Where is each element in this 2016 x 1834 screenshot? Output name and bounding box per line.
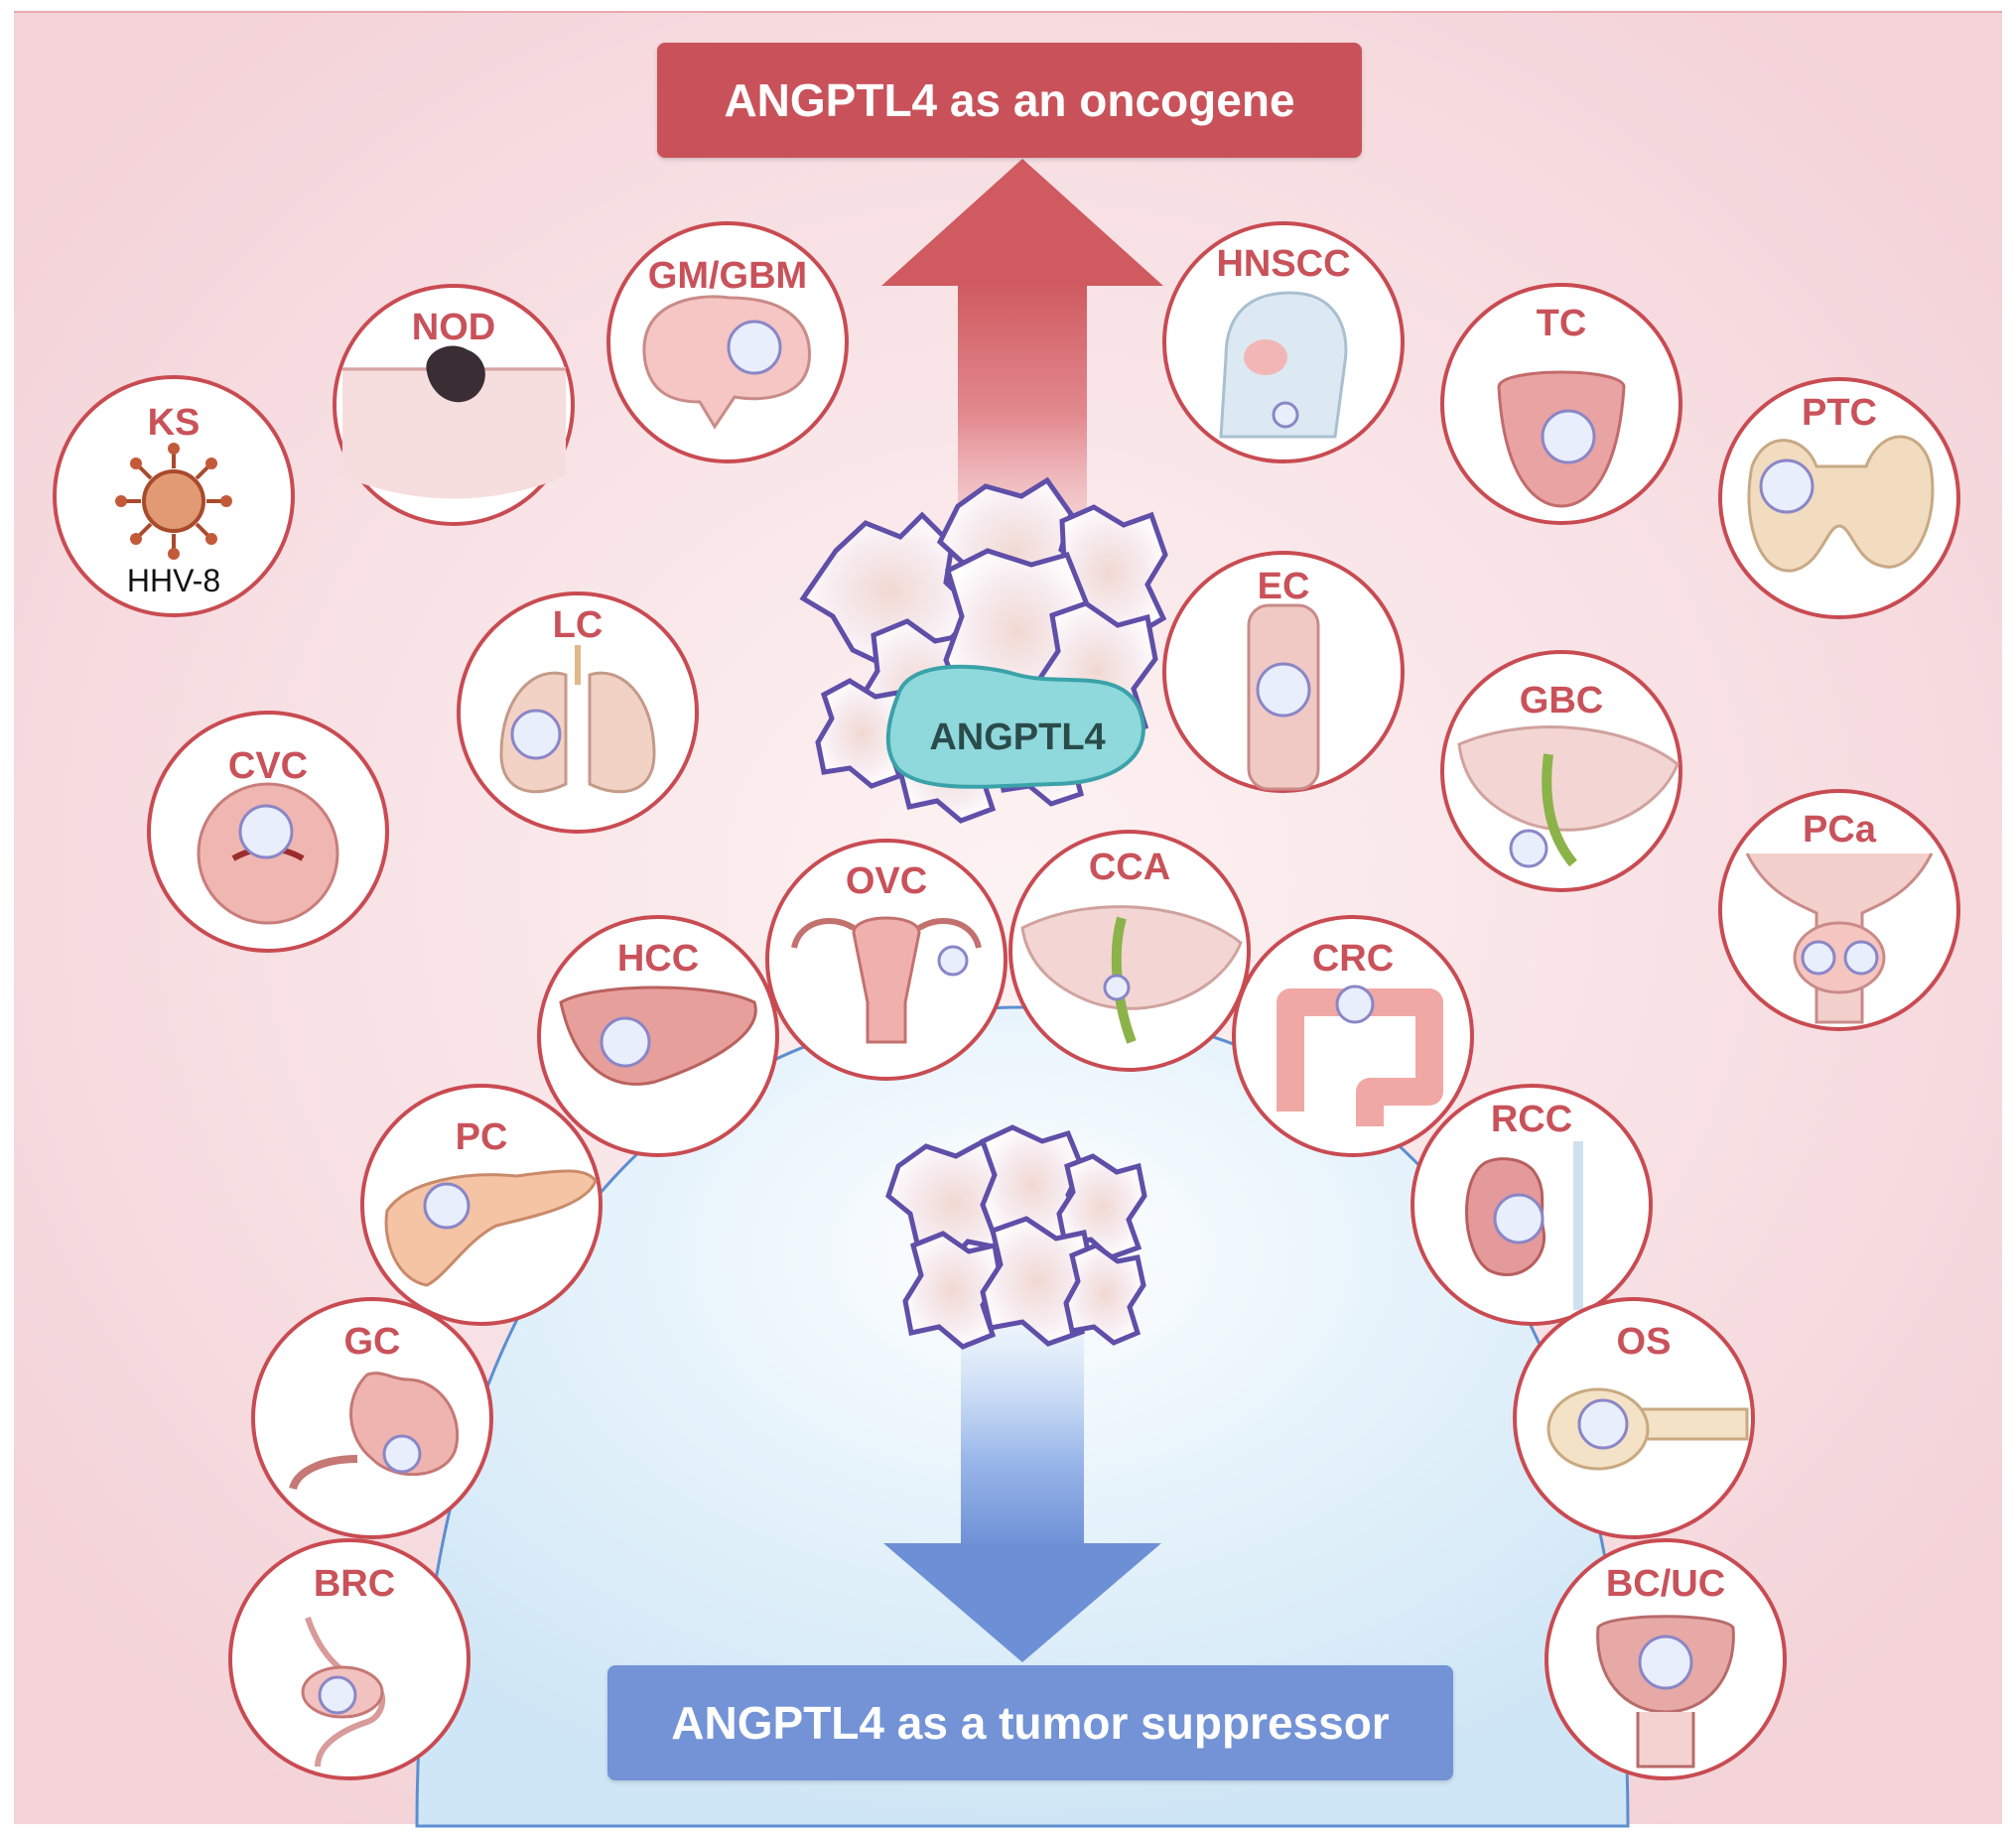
disease-circle-lc: LC [457, 591, 699, 834]
disease-circle-ptc: PTC [1718, 377, 1960, 619]
label-ptc: PTC [1802, 392, 1877, 434]
label-cca: CCA [1089, 847, 1170, 888]
label-gm-gbm: GM/GBM [648, 255, 807, 297]
label-tc: TC [1537, 303, 1587, 344]
label-brc: BRC [314, 1563, 395, 1605]
tumor-suppressor-banner: ANGPTL4 as a tumor suppressor [607, 1665, 1453, 1780]
stomach-icon [349, 1372, 460, 1477]
label-pc: PC [456, 1116, 508, 1158]
angptl4-protein-shape [885, 664, 1145, 789]
disease-circle-cca: CCA [1008, 830, 1251, 1072]
nodular-lesion-icon [426, 345, 485, 403]
disease-circle-pca: PCa [1718, 789, 1960, 1031]
disease-circle-nod: NOD [333, 284, 575, 526]
disease-circle-os: OS [1513, 1297, 1755, 1539]
disease-circle-gc: GC [251, 1297, 493, 1539]
disease-circle-ks: KS HHV-8 [53, 375, 295, 617]
gallbladder-icon [1542, 753, 1577, 867]
suppressor-arrow [883, 1320, 1161, 1662]
label-bc-uc: BC/UC [1606, 1563, 1725, 1605]
disease-circle-crc: CRC [1232, 915, 1474, 1157]
disease-circle-ovc: OVC [765, 839, 1008, 1081]
label-ec: EC [1258, 566, 1310, 607]
label-ks: KS [148, 402, 201, 444]
disease-circle-brc: BRC [228, 1538, 470, 1780]
disease-circle-tc: TC [1440, 283, 1682, 525]
label-os: OS [1617, 1321, 1672, 1363]
angptl4-protein-label: ANGPTL4 [929, 717, 1105, 758]
label-crc: CRC [1312, 938, 1394, 980]
disease-circle-ec: EC [1162, 551, 1405, 793]
disease-circle-bc-uc: BC/UC [1545, 1538, 1787, 1780]
tumor-cell-cluster-lower [885, 1124, 1147, 1350]
label-gbc: GBC [1520, 680, 1603, 721]
label-hcc: HCC [617, 938, 699, 980]
label-rcc: RCC [1491, 1099, 1572, 1140]
disease-circle-gm-gbm: GM/GBM [606, 221, 849, 463]
label-ovc: OVC [846, 860, 927, 902]
disease-circle-cvc: CVC [147, 711, 389, 953]
disease-circle-gbc: GBC [1440, 650, 1682, 892]
label-lc: LC [553, 604, 604, 646]
colon-icon [1277, 988, 1443, 1126]
uterus-icon [852, 916, 921, 1044]
label-nod: NOD [412, 307, 495, 348]
disease-circle-hnscc: HNSCC [1162, 221, 1405, 463]
breast-icon [305, 1617, 386, 1768]
disease-circle-hcc: HCC [537, 915, 779, 1157]
label-hnscc: HNSCC [1216, 243, 1350, 285]
bone-icon [1636, 1407, 1749, 1441]
label-cvc: CVC [228, 745, 308, 787]
disease-circle-pc: PC [360, 1084, 603, 1326]
label-hhv8: HHV-8 [127, 563, 220, 598]
disease-circle-rcc: RCC [1411, 1084, 1653, 1326]
label-gc: GC [344, 1321, 401, 1363]
oncogene-banner: ANGPTL4 as an oncogene [657, 43, 1362, 158]
label-pca: PCa [1803, 809, 1877, 851]
virus-icon [115, 443, 232, 560]
